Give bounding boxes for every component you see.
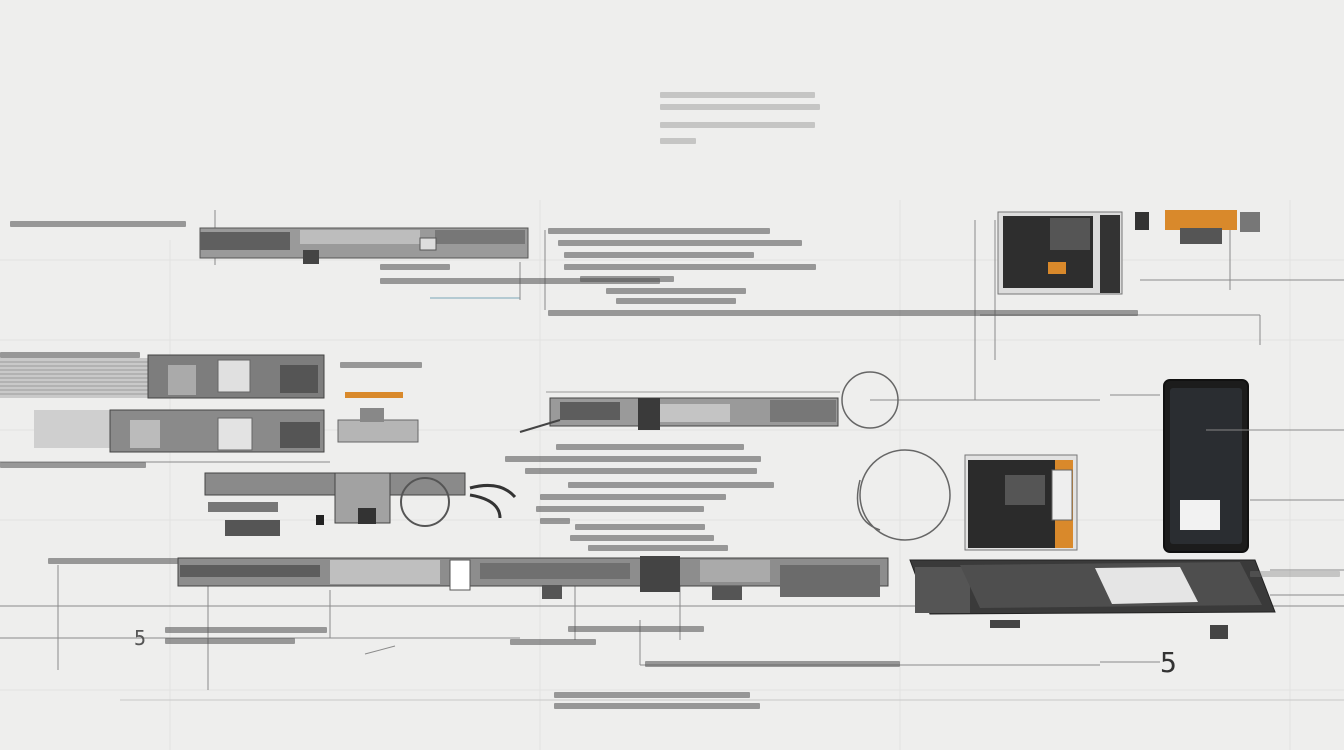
screen-module-part [909,559,1276,639]
callout-digit-right: 5 [1160,646,1178,679]
main-circuit-board-part [964,454,1078,551]
top-right-board-parts [997,210,1260,295]
long-bottom-rail-part [177,556,889,600]
center-rail-part [519,391,840,433]
callout-digit-left: 5 [134,626,148,650]
phone-device-part [1163,379,1250,553]
loop-cables [841,371,951,541]
background-grid [0,200,1344,750]
bracket-assembly-part [204,472,517,536]
left-frame-parts [0,354,419,453]
top-metal-strip-part [199,227,529,264]
